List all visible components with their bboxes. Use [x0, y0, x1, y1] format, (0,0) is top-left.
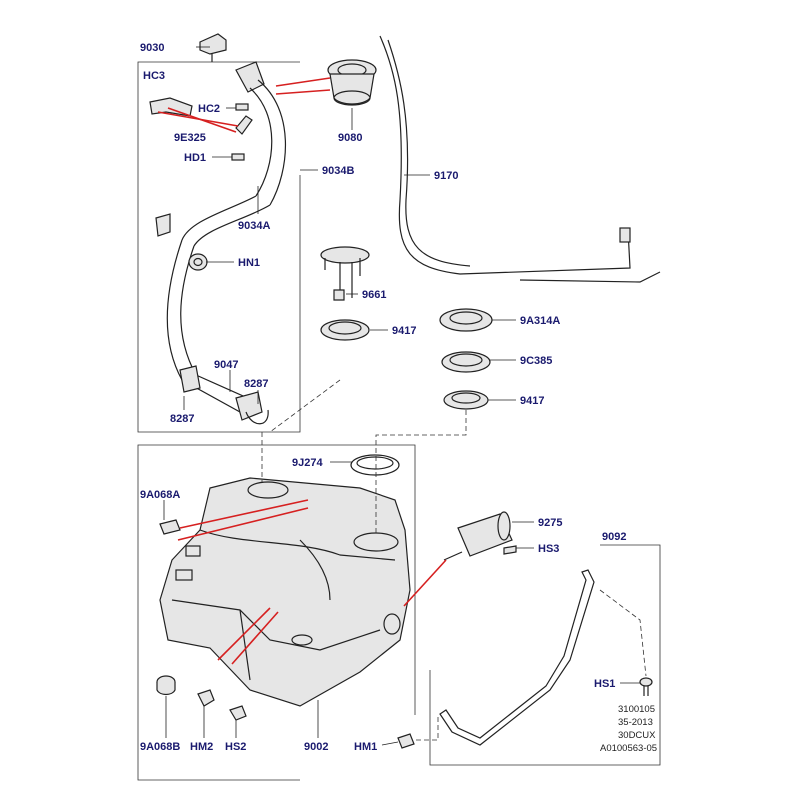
callout-9030: 9030: [140, 42, 164, 54]
red-pointer: [217, 607, 271, 661]
hose-bracket-part: [155, 213, 171, 237]
reference-line-1: 3100105: [618, 704, 655, 715]
strap-group-box: [429, 544, 661, 766]
hm2-nut-part: [197, 689, 215, 707]
fuel-cap-part: [199, 33, 227, 62]
callout-9047: 9047: [214, 359, 238, 371]
leader-line: [381, 741, 399, 746]
insulator-pad-part: [159, 519, 181, 535]
red-pointer: [179, 499, 309, 529]
filler-group-box: [137, 61, 301, 433]
fuel-filter-part: [443, 511, 513, 561]
red-pointer: [275, 77, 331, 87]
vent-tube-part: [235, 115, 253, 135]
callout-hs2: HS2: [225, 741, 246, 753]
filler-hose-part: [166, 61, 287, 425]
red-pointer: [177, 507, 309, 541]
callout-9417-right: 9417: [520, 395, 544, 407]
callout-9661: 9661: [362, 289, 386, 301]
retaining-ring-part: [350, 454, 400, 476]
red-pointer: [231, 611, 279, 665]
callout-9170: 9170: [434, 170, 458, 182]
cover-plate-part: [439, 308, 493, 332]
hn1-part: [188, 253, 208, 271]
callout-9034a: 9034A: [238, 220, 270, 232]
hd1-part: [231, 153, 245, 161]
callout-hc2: HC2: [198, 103, 220, 115]
hs2-screw-part: [229, 705, 247, 721]
callout-9275: 9275: [538, 517, 562, 529]
fuel-sender-part: [320, 246, 370, 301]
reference-line-3: 30DCUX: [618, 730, 656, 741]
callout-9a068b: 9A068B: [140, 741, 180, 753]
tank-group-box: [137, 444, 416, 781]
reference-line-4: A0100563-05: [600, 743, 657, 754]
hc2-part: [235, 103, 249, 111]
assembly-line: [416, 716, 439, 741]
tank-strap-part: [439, 569, 595, 746]
callout-hs1: HS1: [594, 678, 615, 690]
red-pointer: [167, 107, 237, 133]
callout-9e325: 9E325: [174, 132, 206, 144]
seal-ring-part-b: [443, 390, 489, 410]
callout-hm1: HM1: [354, 741, 377, 753]
callout-8287-left: 8287: [170, 413, 194, 425]
callout-9a314a: 9A314A: [520, 315, 560, 327]
callout-9002: 9002: [304, 741, 328, 753]
seal-ring-part-a: [320, 319, 370, 341]
lock-ring-part: [441, 351, 491, 373]
hs1-bolt-part: [639, 677, 653, 696]
callout-hs3: HS3: [538, 543, 559, 555]
hose-clip-part: [149, 97, 193, 117]
red-pointer: [275, 89, 331, 95]
callout-9j274: 9J274: [292, 457, 323, 469]
hs3-screw-part: [503, 545, 517, 555]
red-pointer: [403, 559, 447, 607]
filler-housing-part: [327, 59, 377, 106]
callout-9417-upper: 9417: [392, 325, 416, 337]
callout-9034b: 9034B: [322, 165, 354, 177]
assembly-line: [599, 589, 647, 677]
callout-hm2: HM2: [190, 741, 213, 753]
callout-9092: 9092: [602, 531, 626, 543]
grommet-part: [156, 675, 176, 696]
vapour-line-part: [379, 35, 661, 283]
callout-9080: 9080: [338, 132, 362, 144]
callout-hd1: HD1: [184, 152, 206, 164]
hm1-nut-part: [397, 733, 415, 749]
callout-8287-right: 8287: [244, 378, 268, 390]
assembly-line: [375, 410, 467, 535]
callout-9c385: 9C385: [520, 355, 552, 367]
callout-9a068a: 9A068A: [140, 489, 180, 501]
reference-line-2: 35-2013: [618, 717, 653, 728]
fuel-tank-part: [159, 477, 411, 707]
callout-hn1: HN1: [238, 257, 260, 269]
assembly-line: [269, 379, 341, 433]
callout-hc3: HC3: [143, 70, 165, 82]
